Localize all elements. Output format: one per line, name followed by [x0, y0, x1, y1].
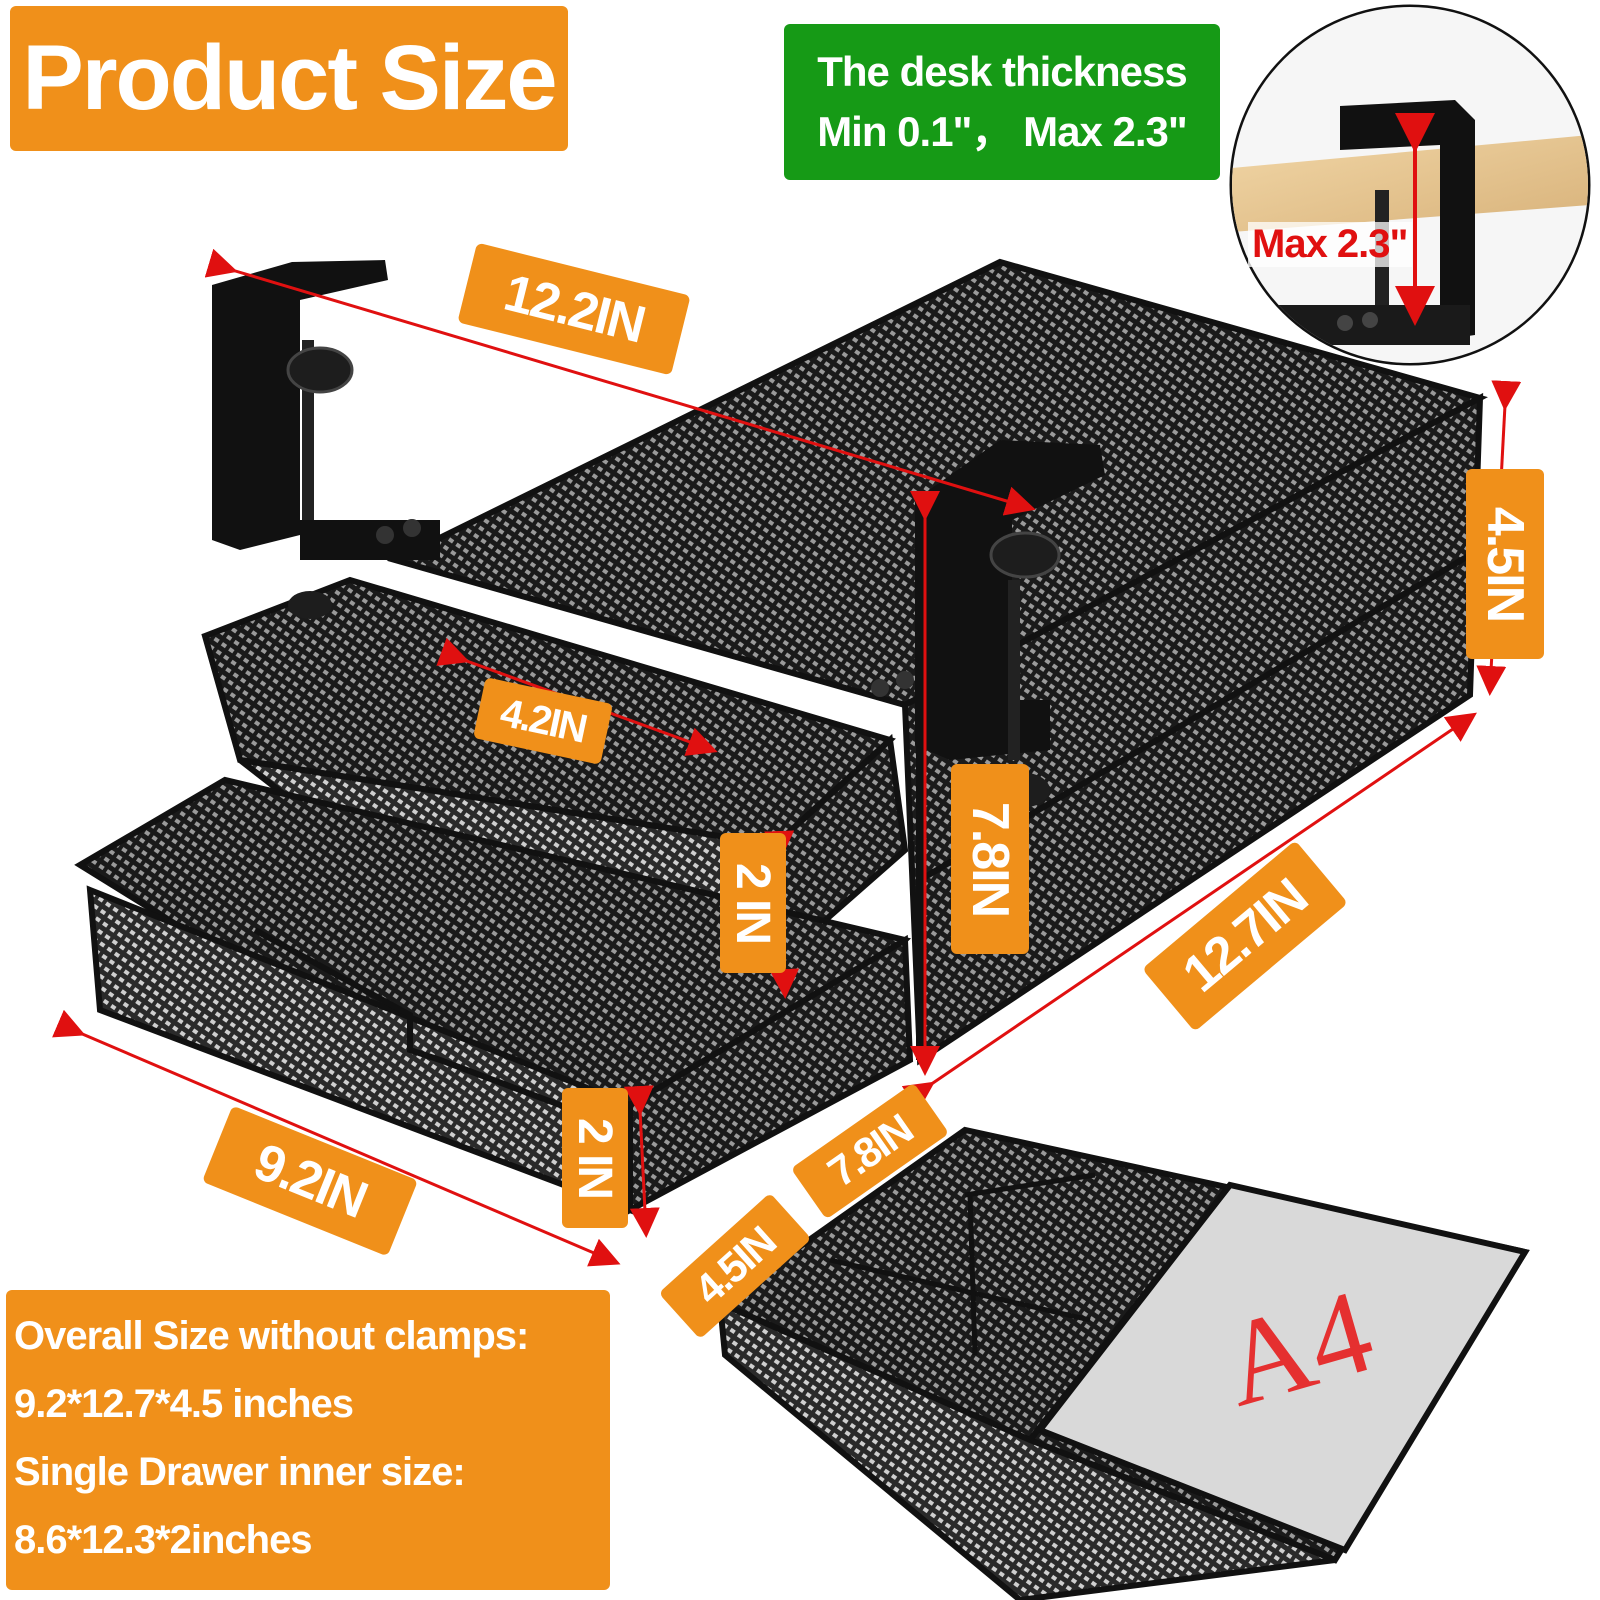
info-line-4: 8.6*12.3*2inches	[14, 1518, 313, 1562]
dim-lower-drawer-height: 2 IN	[562, 1088, 628, 1228]
dim-overall-height: 7.8IN	[951, 764, 1029, 954]
clamp-inset	[1229, 4, 1591, 366]
info-line-3: Single Drawer inner size:	[14, 1450, 466, 1494]
info-line-2: 9.2*12.7*4.5 inches	[14, 1382, 354, 1426]
tray-illustration	[713, 1126, 1530, 1600]
desk-thickness-line-2: Min 0.1"， Max 2.3"	[817, 108, 1188, 155]
inset-max-label: Max 2.3"	[1248, 222, 1412, 267]
page-title: Product Size	[10, 6, 568, 151]
desk-thickness-note: The desk thickness Min 0.1"， Max 2.3"	[784, 24, 1220, 180]
info-line-1: Overall Size without clamps:	[14, 1314, 529, 1358]
desk-thickness-line-1: The desk thickness	[817, 48, 1187, 95]
dim-upper-drawer-height: 2 IN	[720, 833, 786, 973]
dim-height: 4.5IN	[1466, 469, 1544, 659]
size-info-box: Overall Size without clamps: 9.2*12.7*4.…	[6, 1290, 610, 1590]
